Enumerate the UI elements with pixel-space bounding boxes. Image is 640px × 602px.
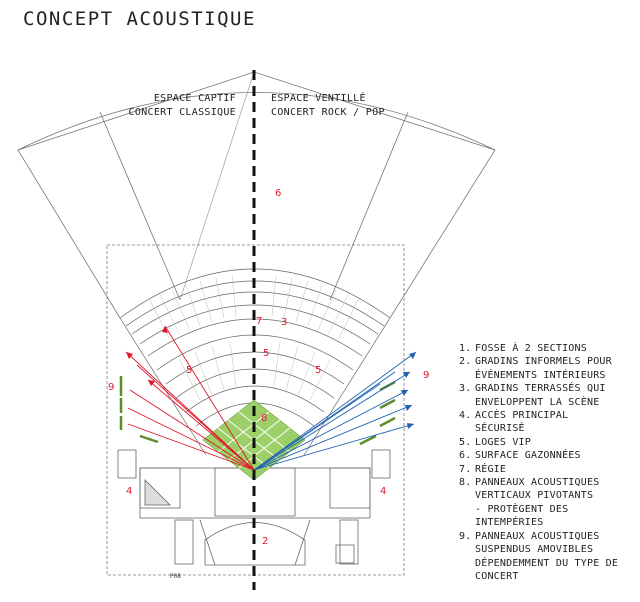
legend-text: GRADINS TERRASSÉS QUI ENVELOPPENT LA SCÈ… [475,383,606,408]
marker-4-right: 4 [380,486,386,497]
legend-item: 9.PANNEAUX ACOUSTIQUES SUSPENDUS AMOVIBL… [459,530,637,584]
legend-num: 8. [459,477,472,489]
right-zone-line1: ESPACE VENTILLÉ [271,93,366,104]
marker-5-left: 5 [186,365,192,376]
left-suspended-panels [119,376,159,444]
legend-num: 2. [459,356,472,368]
legend-num: 3. [459,383,472,395]
right-zone-line2: CONCERT ROCK / POP [271,107,385,118]
legend-text: GRADINS INFORMELS POUR ÉVÉNEMENTS INTÉRI… [475,356,612,381]
marker-5-center: 5 [263,348,269,359]
legend-item: 4.ACCÈS PRINCIPAL SÉCURISÉ [459,409,637,436]
legend-num: 6. [459,450,472,462]
legend-item: 1.FOSSE À 2 SECTIONS [459,342,637,355]
legend-text: FOSSE À 2 SECTIONS [475,343,587,354]
legend-item: 3.GRADINS TERRASSÉS QUI ENVELOPPENT LA S… [459,382,637,409]
marker-4-left: 4 [126,486,132,497]
legend-item: 5.LOGES VIP [459,436,637,449]
legend-num: 9. [459,530,472,542]
marker-7: 7 [256,316,262,327]
legend-text: LOGES VIP [475,436,531,448]
marker-9-right: 9 [423,370,429,381]
right-zone-label: ESPACE VENTILLÉ CONCERT ROCK / POP [271,92,411,120]
legend-num: 1. [459,343,472,354]
legend-text: PANNEAUX ACOUSTIQUES SUSPENDUS AMOVIBLES… [475,530,619,582]
left-zone-line2: CONCERT CLASSIQUE [128,107,236,118]
plan-code: P08 [170,573,181,580]
marker-8: 8 [261,413,267,424]
marker-9-left: 9 [108,382,114,393]
legend-text: ACCÈS PRINCIPAL SÉCURISÉ [475,410,569,435]
legend-num: 5. [459,436,472,448]
legend-item: 8.PANNEAUX ACOUSTIQUES VERTICAUX PIVOTAN… [459,476,637,530]
left-zone-line1: ESPACE CAPTIF [153,93,236,104]
legend-text: PANNEAUX ACOUSTIQUES VERTICAUX PIVOTANTS… [475,477,600,529]
marker-2: 2 [262,536,268,547]
left-zone-label: ESPACE CAPTIF CONCERT CLASSIQUE [118,92,236,120]
red-sound-rays [125,325,255,471]
legend-text: RÉGIE [475,463,507,475]
blue-ray-arrowheads [401,352,416,429]
red-ray-arrowheads [126,326,168,386]
legend: 1.FOSSE À 2 SECTIONS 2.GRADINS INFORMELS… [459,342,637,583]
blue-sound-rays [253,351,417,471]
marker-5-right: 5 [315,365,321,376]
marker-6: 6 [275,188,281,199]
seat-hatching [149,275,359,401]
legend-num: 4. [459,410,472,422]
marker-3: 3 [281,317,287,328]
legend-item: 7.RÉGIE [459,463,637,476]
page-title: CONCEPT ACOUSTIQUE [23,8,256,30]
legend-num: 7. [459,463,472,475]
legend-item: 2.GRADINS INFORMELS POUR ÉVÉNEMENTS INTÉ… [459,355,637,382]
legend-item: 6.SURFACE GAZONNÉES [459,449,637,462]
legend-text: SURFACE GAZONNÉES [475,450,581,462]
